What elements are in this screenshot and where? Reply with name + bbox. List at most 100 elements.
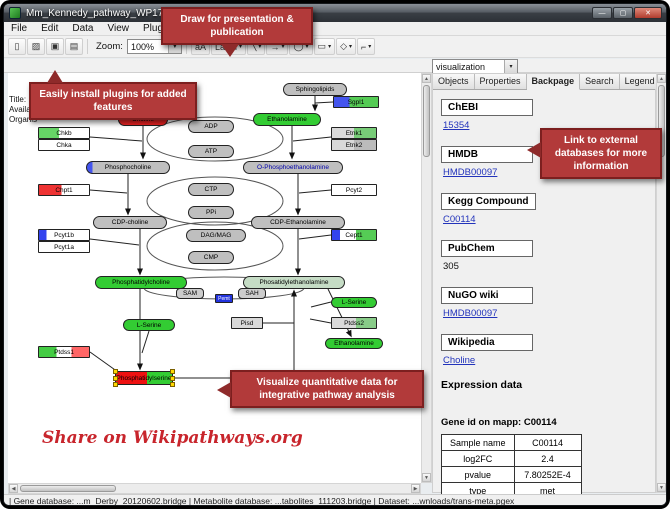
database-id-link[interactable]: C00114	[443, 214, 476, 225]
database-id-link[interactable]: HMDB00097	[443, 167, 498, 178]
database-id-link[interactable]: 15354	[443, 120, 470, 131]
export-button[interactable]: ▤	[65, 38, 83, 55]
close-button[interactable]: ✕	[634, 7, 662, 19]
pathway-node-phosphatidylcholine[interactable]: Phosphatidylcholine	[95, 276, 187, 289]
horizontal-scroll-thumb[interactable]	[20, 485, 116, 492]
pathway-node-etnk2[interactable]: Etnk2	[331, 139, 377, 151]
dropdown-arrow-icon[interactable]: ▾	[504, 60, 517, 73]
pathway-edge[interactable]	[141, 330, 150, 354]
pathway-node-cept1[interactable]: Cept1	[331, 229, 377, 241]
pathway-node-phosphocholine[interactable]: Phosphocholine	[86, 161, 170, 174]
dropdown-arrow-icon: ▾	[281, 44, 285, 50]
pathway-node-o-phosphoethanolamine[interactable]: O-Phosphoethanolamine	[243, 161, 343, 174]
pathway-node-etnk1[interactable]: Etnk1	[331, 127, 377, 139]
pathway-edge[interactable]	[309, 318, 332, 324]
pathway-edge[interactable]	[89, 189, 128, 194]
database-id-link[interactable]: HMDB00097	[443, 308, 498, 319]
save-button[interactable]: ▣	[46, 38, 64, 55]
selection-handle[interactable]	[170, 382, 175, 387]
pathway-edge[interactable]	[310, 301, 332, 308]
pathway-node-l-serine-right[interactable]: L-Serine	[331, 297, 377, 308]
pathway-edge[interactable]	[89, 136, 143, 142]
tab-objects[interactable]: Objects	[433, 74, 475, 89]
tab-properties[interactable]: Properties	[474, 74, 527, 89]
pathway-node-cdp-choline[interactable]: CDP-choline	[93, 216, 167, 229]
pathway-edge[interactable]	[314, 101, 334, 104]
pathway-node-ctp[interactable]: CTP	[188, 183, 234, 196]
pathway-canvas[interactable]: SphingolipidsSgpl1CholineEthanolamineChk…	[8, 73, 421, 483]
pathway-node-chkb[interactable]: Chkb	[38, 127, 90, 139]
menu-view[interactable]: View	[107, 23, 129, 34]
selection-handle[interactable]	[113, 369, 118, 374]
pathway-node-ppi[interactable]: PPi	[188, 206, 234, 219]
new-file-button[interactable]: ▯	[8, 38, 26, 55]
pathway-node-chka[interactable]: Chka	[38, 139, 90, 151]
selection-handle[interactable]	[113, 382, 118, 387]
scroll-right-icon[interactable]: ▶	[411, 484, 420, 493]
pathway-edge[interactable]	[89, 238, 140, 246]
pathway-node-l-serine-left[interactable]: L-Serine	[123, 319, 175, 331]
visualization-value: visualization	[436, 61, 486, 72]
pathway-node-sah[interactable]: SAH	[238, 288, 266, 299]
rectangle-tool-button[interactable]: ▭▾	[313, 38, 336, 55]
pathway-node-sam[interactable]: SAM	[176, 288, 204, 299]
minimize-button[interactable]: —	[592, 7, 612, 19]
database-id-link[interactable]: Choline	[443, 355, 476, 366]
pathway-node-ptdss1[interactable]: Ptdss1	[38, 346, 90, 358]
vertical-scroll-thumb[interactable]	[423, 85, 430, 157]
pathway-edge[interactable]	[298, 189, 332, 194]
pathway-node-pcyt2[interactable]: Pcyt2	[331, 184, 377, 196]
pathway-node-ethanolamine[interactable]: Ethanolamine	[253, 113, 321, 126]
scroll-up-icon[interactable]: ▲	[657, 74, 666, 83]
menu-file[interactable]: File	[11, 23, 28, 34]
selection-handle[interactable]	[170, 376, 175, 381]
canvas-vertical-scrollbar[interactable]: ▲ ▼	[421, 73, 432, 483]
scroll-down-icon[interactable]: ▼	[657, 483, 666, 492]
pathway-node-chpt1[interactable]: Chpt1	[38, 184, 90, 196]
app-window: Mm_Kennedy_pathway_WP1771_45176.gpml — ▢…	[3, 3, 667, 506]
pathway-node-pemt[interactable]: Pemt	[215, 294, 233, 303]
callout-draw-for-presentation: Draw for presentation & publication	[161, 7, 313, 57]
pathway-node-phosphatidylethanolamine[interactable]: Phosatidylethanolamine	[243, 276, 345, 289]
pathway-edge[interactable]	[89, 351, 119, 373]
reaction-ellipse	[146, 176, 284, 226]
canvas-horizontal-scrollbar[interactable]: ◀ ▶	[8, 483, 421, 494]
pathway-node-cdp-ethanolamine[interactable]: CDP-Ethanolamine	[251, 216, 345, 229]
pathway-edge[interactable]	[292, 136, 332, 142]
pathway-node-sphingolipids[interactable]: Sphingolipids	[283, 83, 347, 96]
pathway-node-sgpl1[interactable]: Sgpl1	[333, 96, 379, 108]
selection-handle[interactable]	[170, 369, 175, 374]
tab-legend[interactable]: Legend	[619, 74, 661, 89]
database-name-header: PubChem	[441, 240, 533, 257]
scroll-left-icon[interactable]: ◀	[9, 484, 18, 493]
file-buttons-group: ▯▨▣▤	[8, 38, 83, 55]
pathway-node-pisd[interactable]: Pisd	[231, 317, 263, 329]
connector-tool-button[interactable]: ⌐▾	[357, 38, 376, 55]
shape-tool-button[interactable]: ◇▾	[336, 38, 357, 55]
dropdown-arrow-icon: ▾	[328, 44, 332, 50]
tab-search[interactable]: Search	[580, 74, 620, 89]
pathway-node-ethanolamine-2[interactable]: Ethanolamine	[325, 338, 383, 349]
tab-backpage[interactable]: Backpage	[526, 74, 581, 90]
pathway-node-pcyt1a[interactable]: Pcyt1a	[38, 241, 90, 253]
maximize-button[interactable]: ▢	[613, 7, 633, 19]
pathway-node-adp[interactable]: ADP	[188, 120, 234, 133]
pathway-node-ptdss2[interactable]: Ptdss2	[331, 317, 377, 329]
open-file-button[interactable]: ▨	[27, 38, 45, 55]
pathway-node-cmp[interactable]: CMP	[188, 251, 234, 264]
panel-vertical-scrollbar[interactable]: ▲ ▼	[656, 73, 666, 493]
pathway-edge[interactable]	[298, 234, 332, 240]
menu-plugins[interactable]: Plugins	[142, 23, 176, 34]
toolbar-separator	[185, 39, 187, 54]
menu-data[interactable]: Data	[72, 23, 94, 34]
scroll-down-icon[interactable]: ▼	[422, 473, 431, 482]
scroll-up-icon[interactable]: ▲	[422, 74, 431, 83]
selection-handle[interactable]	[113, 376, 118, 381]
pathway-node-phosphatidylserine[interactable]: Phosphatidylserine	[113, 369, 175, 387]
pathway-node-pcyt1b[interactable]: Pcyt1b	[38, 229, 90, 241]
pathway-node-dag-mag[interactable]: DAG/MAG	[186, 229, 246, 242]
pathway-node-atp[interactable]: ATP	[188, 145, 234, 158]
visualization-combobox[interactable]: visualization ▾	[432, 59, 518, 74]
menu-edit[interactable]: Edit	[41, 23, 59, 34]
